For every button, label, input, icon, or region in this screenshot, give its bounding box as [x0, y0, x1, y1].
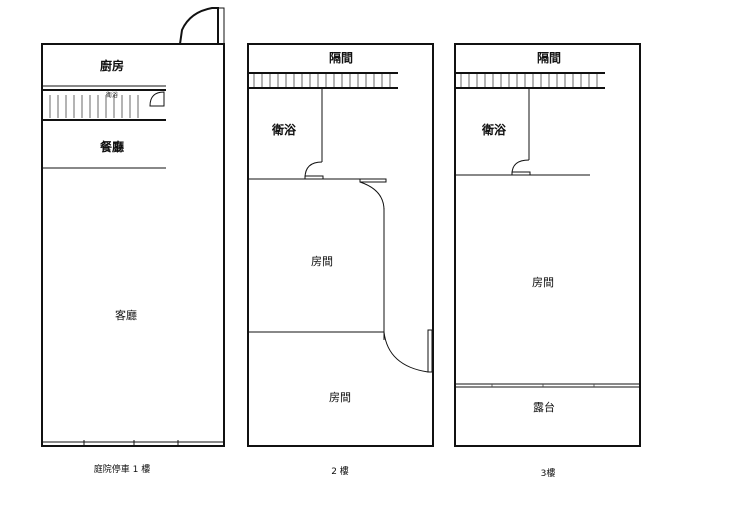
floor-1-stairs [49, 95, 139, 118]
floor-3-terrace-label: 露台 [533, 400, 555, 414]
floor-2-plan: 隔間 衛浴 房間 房間 2 樓 [247, 43, 434, 477]
floor-3-caption: 3樓 [541, 467, 556, 479]
floor-3-outline [454, 43, 641, 447]
floor-2-lower-door [383, 331, 429, 373]
floor-1-entry-curve [179, 7, 219, 45]
floor-3-bath-label: 衛浴 [481, 122, 507, 137]
floor-2-room-a-label: 房間 [311, 255, 333, 268]
floor-2-partition-label: 隔間 [329, 50, 353, 65]
floor-2-room-b-label: 房間 [329, 391, 351, 404]
floor-1-entry-door [217, 7, 225, 45]
floor-3-plan: 隔間 衛浴 房間 露台 3樓 [454, 43, 641, 479]
floor-2-caption: 2 樓 [331, 465, 349, 477]
living-room-label: 客廳 [115, 308, 137, 322]
floor-2-lower-door-leaf [427, 329, 433, 373]
floor-3-stairs [460, 74, 598, 87]
floor-2-outline [247, 43, 434, 447]
floor-1-bath-label: 衛浴 [106, 91, 118, 99]
floor-1-plan: 廚房 衛浴 餐廳 客廳 庭院停車 1 樓 [41, 7, 225, 475]
floor-1-outline [41, 43, 225, 447]
floor-2-bath-door [304, 161, 323, 179]
floor-1-caption: 庭院停車 1 樓 [94, 463, 150, 475]
floor-2-room-door-sill [359, 178, 387, 183]
floor-3-room-label: 房間 [532, 276, 554, 289]
floor-2-room-door [359, 181, 385, 211]
kitchen-label: 廚房 [100, 58, 124, 73]
dining-label: 餐廳 [100, 139, 124, 154]
floor-1-bath-door [149, 91, 165, 107]
floor-2-bath-label: 衛浴 [271, 122, 297, 137]
floor-3-partition-label: 隔間 [537, 50, 561, 65]
floor-2-stairs [253, 74, 391, 87]
